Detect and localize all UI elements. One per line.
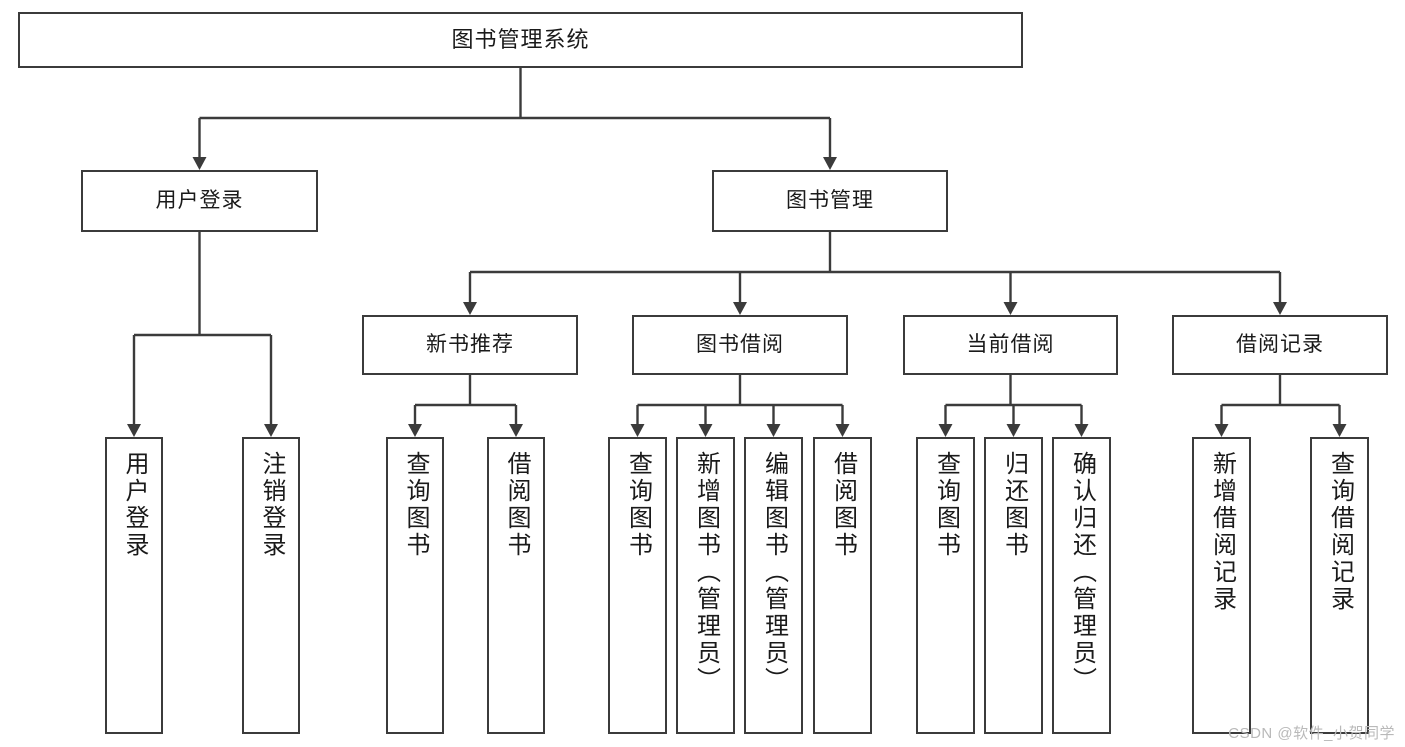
node-label: 借阅记录 [1236,333,1324,357]
arrowhead-leaf-nb-borrow [509,424,523,437]
node-label: 归还图书 [1000,451,1028,559]
node-label: 查询图书 [624,451,652,559]
arrowhead-user-login [192,157,207,170]
node-label: 注销登录 [258,451,285,559]
arrowhead-leaf-user-login [127,424,141,437]
node-label: 借阅图书 [829,451,857,559]
node-label: 用户登录 [121,451,148,559]
node-leaf-bb-borrow[interactable]: 借阅图书 [813,437,872,734]
node-leaf-nb-query[interactable]: 查询图书 [386,437,444,734]
node-book-borrow[interactable]: 图书借阅 [632,315,848,375]
node-label: 新增借阅记录 [1208,451,1236,613]
arrowhead-leaf-bb-add [698,424,713,437]
node-leaf-nb-borrow[interactable]: 借阅图书 [487,437,545,734]
node-leaf-cb-confirm[interactable]: 确认归还（管理员） [1052,437,1111,734]
arrowhead-current-borrow [1003,302,1018,315]
arrowhead-leaf-bb-edit [766,424,781,437]
arrowhead-leaf-cb-query [938,424,953,437]
arrowhead-borrow-record [1273,302,1287,315]
node-label: 确认归还（管理员） [1068,451,1096,694]
node-leaf-cb-return[interactable]: 归还图书 [984,437,1043,734]
arrowhead-leaf-bb-borrow [835,424,850,437]
arrowhead-leaf-nb-query [408,424,422,437]
node-label: 查询图书 [932,451,960,559]
watermark: CSDN @软件_小贺同学 [1228,725,1395,742]
arrowhead-book-borrow [733,302,747,315]
arrowhead-leaf-cb-confirm [1074,424,1089,437]
node-label: 新增图书（管理员） [692,451,720,694]
node-leaf-bb-query[interactable]: 查询图书 [608,437,667,734]
arrowhead-leaf-bb-query [630,424,645,437]
node-leaf-br-add[interactable]: 新增借阅记录 [1192,437,1251,734]
node-label: 借阅图书 [503,451,530,559]
node-label: 图书借阅 [696,333,784,357]
node-label: 查询图书 [402,451,429,559]
node-user-login[interactable]: 用户登录 [81,170,318,232]
node-root[interactable]: 图书管理系统 [18,12,1023,68]
node-leaf-user-login[interactable]: 用户登录 [105,437,163,734]
arrowhead-new-book-rec [463,302,477,315]
node-new-book-rec[interactable]: 新书推荐 [362,315,578,375]
node-leaf-bb-add[interactable]: 新增图书（管理员） [676,437,735,734]
node-leaf-br-query[interactable]: 查询借阅记录 [1310,437,1369,734]
arrowhead-leaf-cb-return [1006,424,1021,437]
arrowhead-leaf-br-add [1214,424,1229,437]
node-borrow-record[interactable]: 借阅记录 [1172,315,1388,375]
node-current-borrow[interactable]: 当前借阅 [903,315,1118,375]
node-label: 编辑图书（管理员） [760,451,788,694]
node-label: 图书管理系统 [451,26,590,52]
node-label: 用户登录 [155,189,244,213]
node-leaf-logout[interactable]: 注销登录 [242,437,300,734]
node-leaf-bb-edit[interactable]: 编辑图书（管理员） [744,437,803,734]
node-label: 图书管理 [786,189,874,213]
arrowhead-book-manage [823,157,837,170]
node-label: 当前借阅 [966,333,1055,357]
arrowhead-leaf-br-query [1332,424,1347,437]
node-leaf-cb-query[interactable]: 查询图书 [916,437,975,734]
node-label: 新书推荐 [426,333,514,357]
node-book-manage[interactable]: 图书管理 [712,170,948,232]
arrowhead-leaf-logout [264,424,278,437]
node-label: 查询借阅记录 [1326,451,1354,613]
